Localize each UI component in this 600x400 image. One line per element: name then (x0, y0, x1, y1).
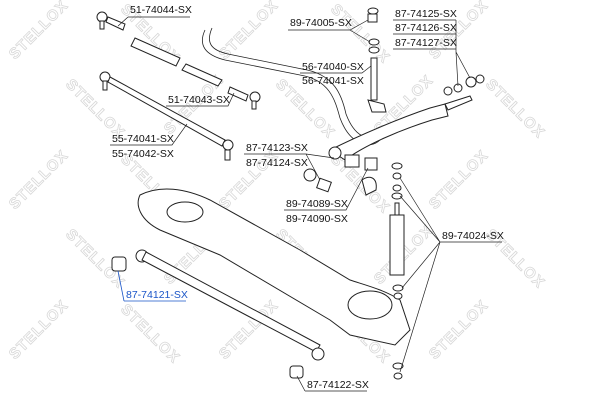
part-label-87-74122: 87-74122-SX (307, 379, 369, 391)
part-label-87-74121: 87-74121-SX (126, 289, 188, 301)
part-label-89-74090: 89-74090-SX (286, 213, 348, 225)
watermark-text: STELLOX (117, 301, 183, 367)
axle-housing (137, 188, 411, 346)
part-label-87-74124: 87-74124-SX (246, 157, 308, 169)
part-label-51-74044: 51-74044-SX (130, 4, 192, 16)
watermark-text: STELLOX (327, 1, 393, 67)
part-label-89-74089: 89-74089-SX (286, 198, 348, 210)
part-label-87-74126: 87-74126-SX (395, 22, 457, 34)
part-label-56-74040: 56-74040-SX (302, 61, 364, 73)
shock-absorber (389, 162, 405, 380)
leader-lines (110, 16, 502, 392)
tie-rod-end-51-74044 (96, 11, 126, 31)
part-label-89-74024: 89-74024-SX (442, 230, 504, 242)
tie-rod-tubes (130, 37, 223, 87)
part-label-51-74043: 51-74043-SX (168, 94, 230, 106)
watermark-text: STELLOX (6, 147, 72, 213)
watermark-text: STELLOX (426, 297, 492, 363)
part-label-56-74041: 56-74041-SX (302, 75, 364, 87)
part-label-87-74127: 87-74127-SX (395, 37, 457, 49)
tie-rod-end-51-74043 (227, 86, 261, 110)
watermark-text: STELLOX (6, 297, 72, 363)
part-label-87-74123: 87-74123-SX (246, 142, 308, 154)
stabilizer-link (367, 7, 387, 113)
watermark-text: STELLOX (482, 76, 548, 142)
watermark-text: STELLOX (426, 147, 492, 213)
watermark-text: STELLOX (6, 0, 72, 63)
lateral-rod (111, 249, 325, 379)
upper-control-arm (303, 74, 485, 196)
tie-rod-55-74041 (99, 71, 234, 161)
part-label-55-74042: 55-74042-SX (112, 148, 174, 160)
part-label-55-74041: 55-74041-SX (112, 133, 174, 145)
part-label-87-74125: 87-74125-SX (395, 8, 457, 20)
part-label-89-74005: 89-74005-SX (290, 17, 352, 29)
